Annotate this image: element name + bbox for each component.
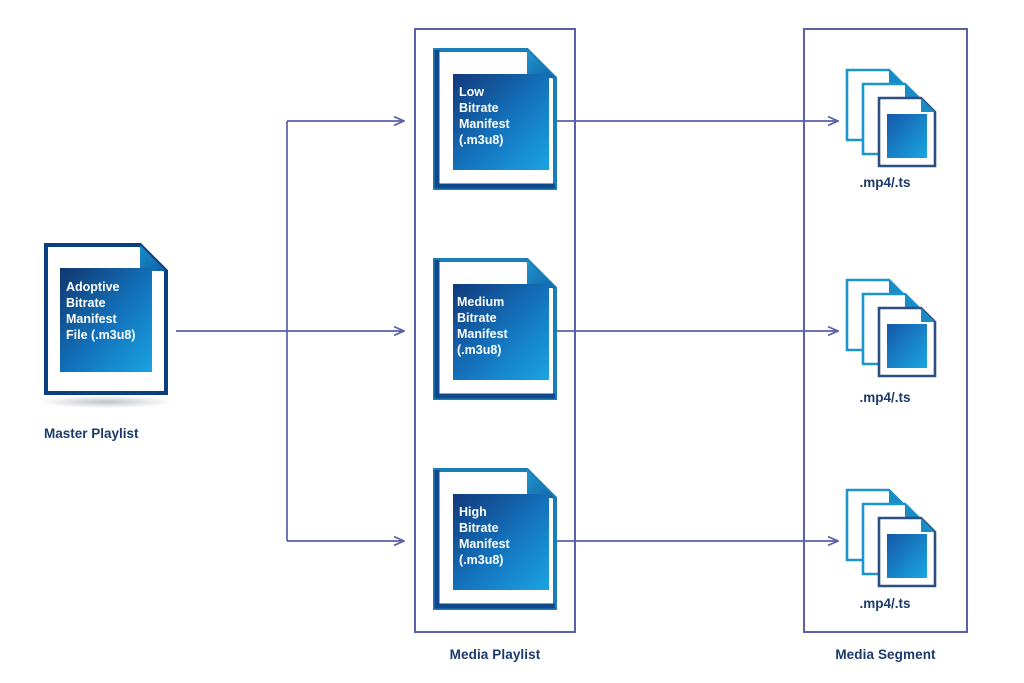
high-bitrate-manifest-document[interactable]: High Bitrate Manifest (.m3u8) bbox=[433, 468, 557, 610]
media-segment-caption: Media Segment bbox=[835, 647, 936, 662]
medium-bitrate-manifest-document[interactable]: Medium Bitrate Manifest (.m3u8) bbox=[433, 258, 557, 400]
segment-files-icon bbox=[845, 278, 937, 378]
low-bitrate-manifest-document[interactable]: Low Bitrate Manifest (.m3u8) bbox=[433, 48, 557, 190]
media-segment-stack-medium[interactable] bbox=[845, 278, 945, 378]
media-segment-stack-low[interactable] bbox=[845, 68, 945, 168]
master-playlist-document-text: Adoptive Bitrate Manifest File (.m3u8) bbox=[66, 280, 136, 342]
media-segment-group bbox=[803, 28, 968, 633]
master-playlist-caption: Master Playlist bbox=[44, 426, 139, 441]
wire-master-to-bus bbox=[176, 121, 404, 541]
media-playlist-group bbox=[414, 28, 576, 633]
high-bitrate-manifest-text: High Bitrate Manifest (.m3u8) bbox=[459, 505, 510, 567]
medium-bitrate-manifest-text: Medium Bitrate Manifest (.m3u8) bbox=[457, 295, 508, 357]
media-segment-label-low: .mp4/.ts bbox=[859, 175, 911, 190]
segment-files-icon bbox=[845, 488, 937, 588]
master-playlist-shadow bbox=[40, 396, 172, 408]
document-icon bbox=[433, 48, 557, 190]
media-segment-stack-high[interactable] bbox=[845, 488, 945, 588]
low-bitrate-manifest-text: Low Bitrate Manifest (.m3u8) bbox=[459, 85, 510, 147]
segment-files-icon bbox=[845, 68, 937, 168]
document-icon bbox=[433, 258, 557, 400]
media-segment-label-high: .mp4/.ts bbox=[859, 596, 911, 611]
master-playlist-document[interactable]: Adoptive Bitrate Manifest File (.m3u8) bbox=[44, 243, 168, 395]
media-playlist-caption: Media Playlist bbox=[449, 647, 541, 662]
media-segment-label-medium: .mp4/.ts bbox=[859, 390, 911, 405]
wire-manifest-to-segments bbox=[556, 121, 838, 541]
document-icon bbox=[44, 243, 168, 395]
document-icon bbox=[433, 468, 557, 610]
